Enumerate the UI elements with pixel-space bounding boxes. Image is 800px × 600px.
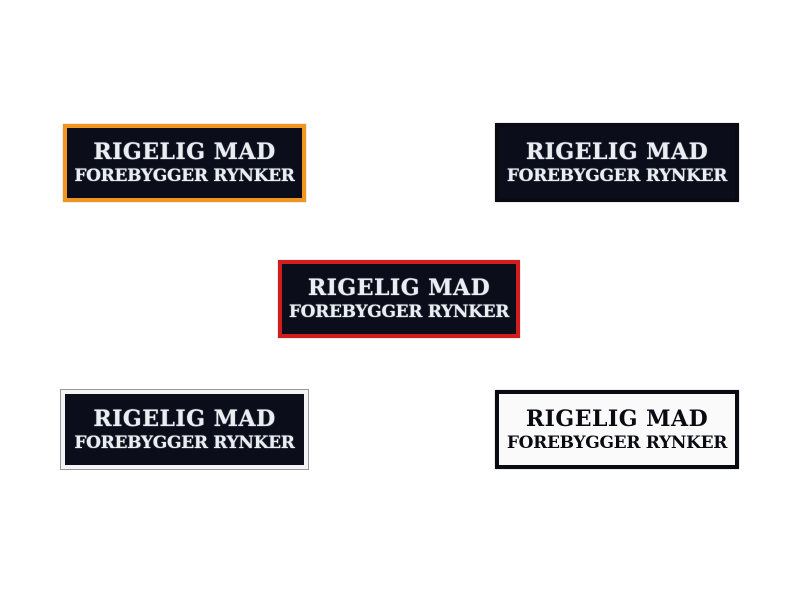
patch-line1: RIGELIG MAD	[525, 138, 709, 165]
patch-line2: FOREBYGGER RYNKER	[506, 432, 728, 453]
patch-line1: RIGELIG MAD	[307, 275, 491, 301]
patch-white-border: RIGELIG MAD FOREBYGGER RYNKER	[60, 389, 309, 470]
patch-line1: RIGELIG MAD	[93, 139, 276, 165]
patch-line2: FOREBYGGER RYNKER	[288, 302, 510, 322]
patch-line2: FOREBYGGER RYNKER	[74, 166, 295, 186]
patch-orange-border: RIGELIG MAD FOREBYGGER RYNKER	[63, 124, 306, 202]
patch-line2: FOREBYGGER RYNKER	[506, 165, 728, 186]
patch-line1: RIGELIG MAD	[93, 405, 276, 432]
patch-white-background: RIGELIG MAD FOREBYGGER RYNKER	[495, 390, 739, 469]
patch-red-border: RIGELIG MAD FOREBYGGER RYNKER	[278, 260, 520, 338]
patch-line1: RIGELIG MAD	[525, 405, 709, 432]
patch-line2: FOREBYGGER RYNKER	[74, 432, 295, 453]
patch-black-border: RIGELIG MAD FOREBYGGER RYNKER	[495, 123, 739, 202]
